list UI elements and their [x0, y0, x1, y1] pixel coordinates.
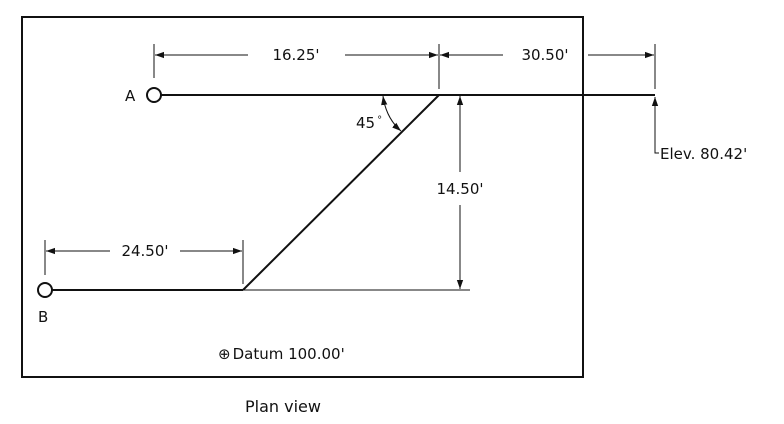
angle-arc [381, 95, 402, 132]
dim-label-bottom-left: 24.50' [121, 242, 168, 260]
datum-text: Datum 100.00' [233, 345, 345, 363]
point-b-label: B [38, 308, 48, 326]
angle-label: 45° [356, 114, 382, 132]
point-b-circle [37, 282, 53, 298]
dimension-lines [46, 51, 654, 289]
dim-label-top-right: 30.50' [521, 46, 568, 64]
point-a-circle [146, 87, 162, 103]
drawing-caption: Plan view [245, 397, 321, 416]
pipe-route [52, 94, 655, 291]
datum-icon: ⊕ [218, 345, 231, 363]
angle-value: 45 [356, 114, 375, 132]
extension-lines [44, 44, 656, 291]
drawing-border [21, 16, 584, 378]
dim-label-top-left: 16.25' [272, 46, 319, 64]
dim-label-vertical: 14.50' [436, 180, 483, 198]
elevation-leader [651, 97, 659, 154]
elevation-label: Elev. 80.42' [660, 145, 747, 163]
angle-degree-symbol: ° [377, 115, 382, 126]
diagonal-run-line [242, 94, 440, 291]
point-a-label: A [125, 87, 136, 105]
datum-label: ⊕Datum 100.00' [218, 345, 345, 363]
